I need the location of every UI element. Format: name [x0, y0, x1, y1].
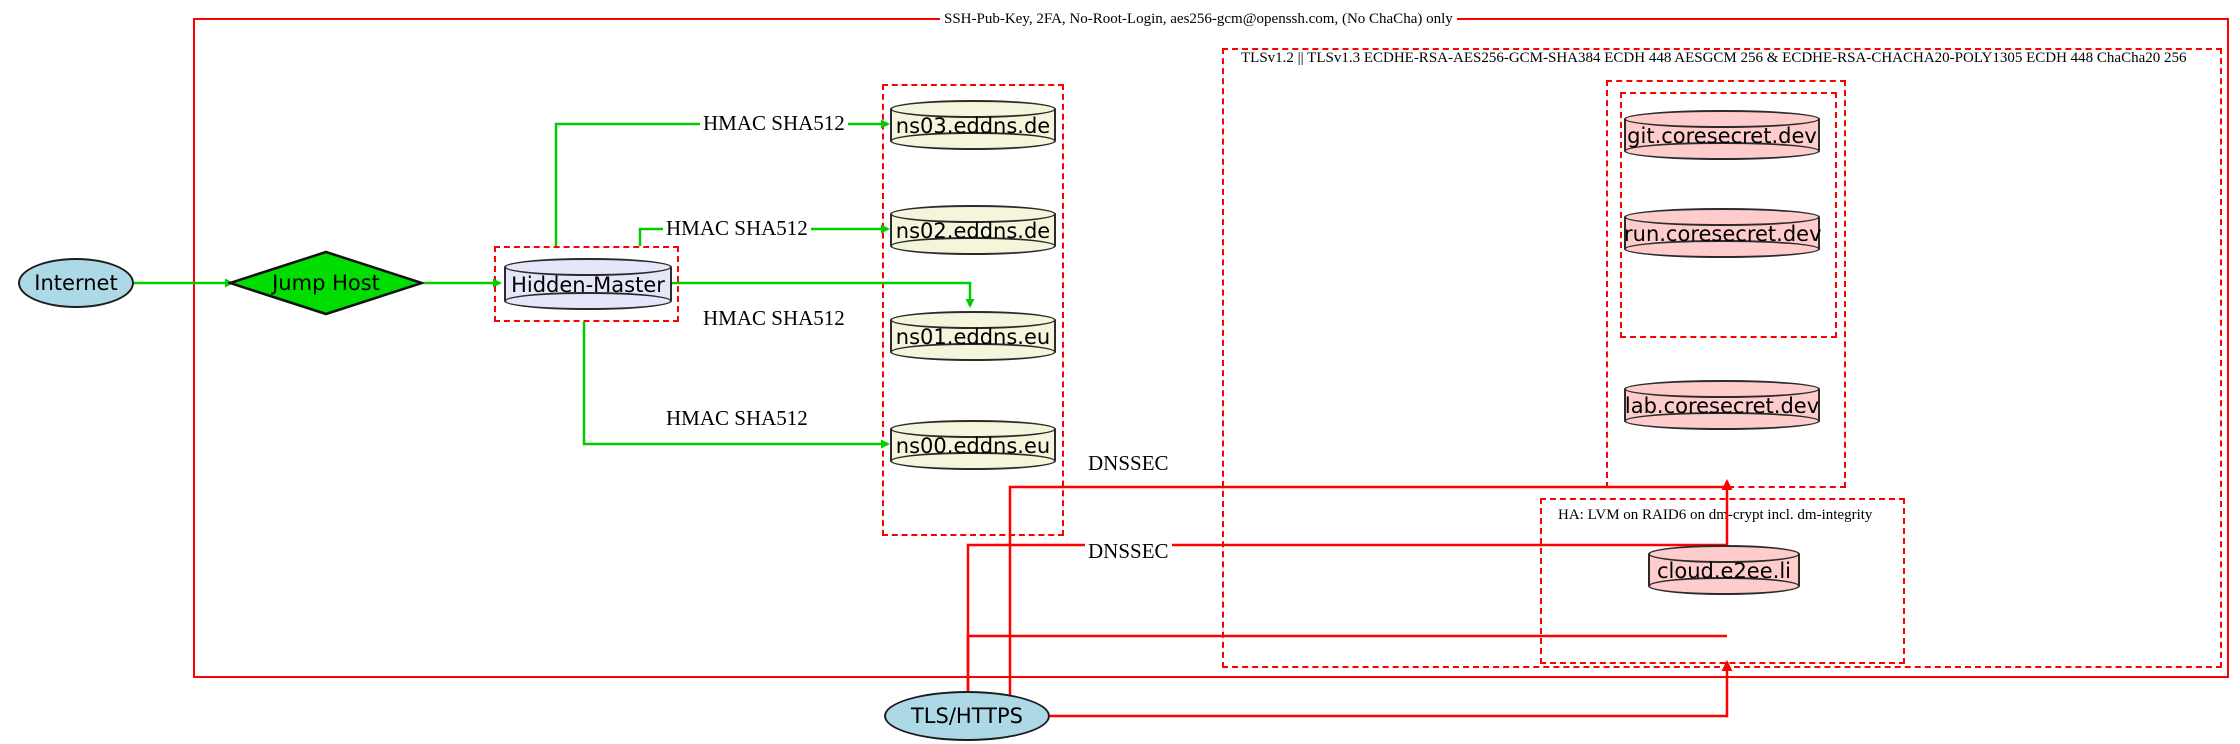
edge-label-dnssec-lower: DNSSEC: [1085, 540, 1172, 562]
node-lab-coresecret-label: lab.coresecret.dev: [1624, 394, 1820, 418]
lab-coresecret-cylinder: [1624, 380, 1820, 430]
cluster-ha-storage-label: HA: LVM on RAID6 on dm-crypt incl. dm-in…: [1554, 508, 1877, 523]
cluster-tls-policy-label: TLSv1.2 || TLSv1.3 ECDHE-RSA-AES256-GCM-…: [1237, 51, 2191, 66]
node-tls-https-label: TLS/HTTPS: [910, 704, 1023, 728]
cluster-ssh-policy-label: SSH-Pub-Key, 2FA, No-Root-Login, aes256-…: [940, 12, 1457, 27]
hidden-master-cylinder: [504, 258, 672, 310]
node-ns00-label: ns00.eddns.eu: [895, 434, 1051, 458]
ns02-cylinder: [890, 205, 1056, 255]
node-internet-label: Internet: [34, 271, 118, 295]
edge-label-hmac-ns01: HMAC SHA512: [700, 307, 848, 329]
node-cloud-e2ee[interactable]: cloud.e2ee.li: [1648, 545, 1800, 595]
node-ns01[interactable]: ns01.eddns.eu: [890, 311, 1056, 361]
jump-host-diamond: [228, 250, 424, 316]
node-ns02-label: ns02.eddns.de: [895, 219, 1051, 243]
node-ns01-label: ns01.eddns.eu: [895, 325, 1051, 349]
edge-label-hmac-ns03: HMAC SHA512: [700, 112, 848, 134]
node-ns02[interactable]: ns02.eddns.de: [890, 205, 1056, 255]
node-hidden-master[interactable]: Hidden-Master: [504, 258, 672, 310]
git-coresecret-cylinder: [1624, 110, 1820, 160]
edge-label-hmac-ns00: HMAC SHA512: [663, 407, 811, 429]
cluster-coresecret-inner: [1620, 92, 1837, 338]
run-coresecret-cylinder: [1624, 208, 1820, 258]
internet-ellipse: [18, 258, 134, 308]
node-ns00[interactable]: ns00.eddns.eu: [890, 420, 1056, 470]
cloud-e2ee-cylinder: [1648, 545, 1800, 595]
tls-https-ellipse: [884, 691, 1050, 741]
ns03-cylinder: [890, 100, 1056, 150]
node-ns03[interactable]: ns03.eddns.de: [890, 100, 1056, 150]
edge-label-hmac-ns02: HMAC SHA512: [663, 217, 811, 239]
ns00-cylinder: [890, 420, 1056, 470]
node-run-coresecret[interactable]: run.coresecret.dev: [1624, 208, 1822, 258]
node-hidden-master-label: Hidden-Master: [511, 273, 665, 297]
cluster-nameservers: [882, 84, 1064, 536]
edge-label-dnssec-upper: DNSSEC: [1085, 452, 1172, 474]
node-tls-https[interactable]: TLS/HTTPS: [884, 691, 1050, 741]
node-git-coresecret-label: git.coresecret.dev: [1627, 124, 1817, 148]
node-cloud-e2ee-label: cloud.e2ee.li: [1656, 559, 1791, 583]
ns01-cylinder: [890, 311, 1056, 361]
node-run-coresecret-label: run.coresecret.dev: [1624, 222, 1822, 246]
node-git-coresecret[interactable]: git.coresecret.dev: [1624, 110, 1820, 160]
node-lab-coresecret[interactable]: lab.coresecret.dev: [1624, 380, 1820, 430]
node-jump-host[interactable]: Jump Host: [228, 250, 424, 316]
node-internet[interactable]: Internet: [18, 258, 134, 308]
node-ns03-label: ns03.eddns.de: [895, 114, 1051, 138]
node-jump-host-label: Jump Host: [272, 271, 380, 295]
